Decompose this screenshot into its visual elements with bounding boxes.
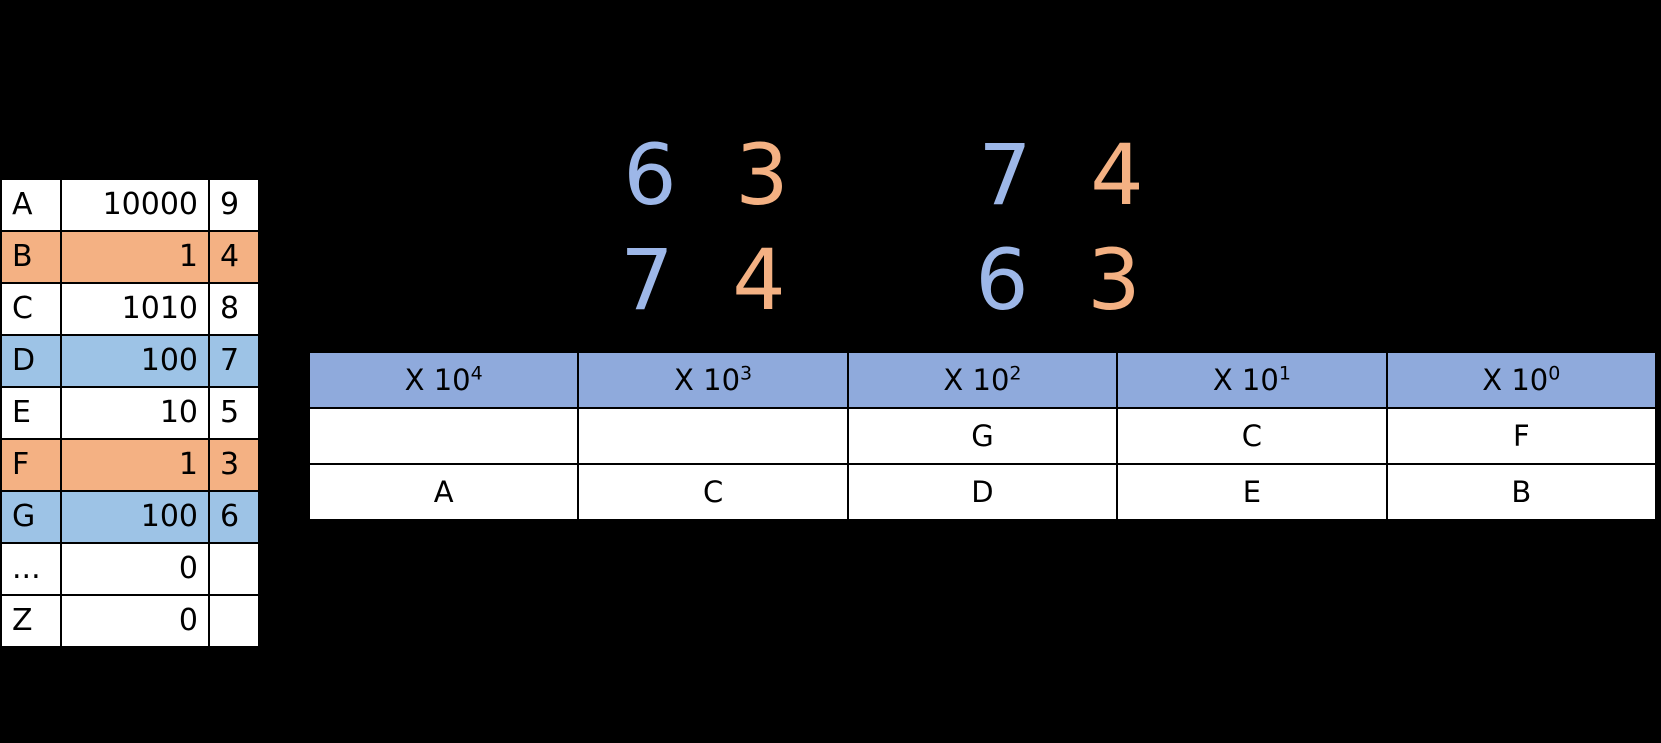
digit-cell: [208, 594, 260, 648]
symbol-cell: C: [0, 282, 62, 336]
code-cell: 100: [60, 490, 210, 544]
numeral-digit: 6: [623, 126, 677, 224]
code-cell: 1: [60, 230, 210, 284]
digit-cell: 6: [208, 490, 260, 544]
symbol-cell: D: [0, 334, 62, 388]
symbol-cell: G: [0, 490, 62, 544]
place-value-cell: F: [1385, 407, 1658, 465]
place-value-header-cell: X 103: [577, 351, 849, 409]
numeral-digit: 4: [1090, 126, 1144, 224]
symbol-cell: A: [0, 178, 62, 232]
code-cell: 0: [60, 594, 210, 648]
symbol-cell: Z: [0, 594, 62, 648]
place-value-exponent: 3: [740, 361, 753, 384]
numeral-digit: 6: [975, 231, 1029, 329]
table-row: ...0: [0, 542, 260, 596]
place-value-exponent: 1: [1278, 361, 1291, 384]
place-value-cell: [307, 407, 580, 465]
code-cell: 10000: [60, 178, 210, 232]
place-value-cell: B: [1385, 463, 1658, 521]
numeral-digit: 3: [735, 126, 789, 224]
place-value-base: X 10: [1482, 362, 1549, 397]
place-value-cell: G: [846, 407, 1119, 465]
numeral-digit: 3: [1087, 231, 1141, 329]
place-value-cell: E: [1116, 463, 1388, 521]
symbol-cell: F: [0, 438, 62, 492]
symbol-cell: B: [0, 230, 62, 284]
place-value-exponent: 4: [470, 361, 483, 384]
digit-cell: 8: [208, 282, 260, 336]
place-value-base: X 10: [404, 362, 471, 397]
place-value-cell: C: [577, 463, 849, 521]
digit-cell: 4: [208, 230, 260, 284]
place-value-header-cell: X 102: [846, 351, 1119, 409]
code-cell: 10: [60, 386, 210, 440]
place-value-cell: C: [1116, 407, 1388, 465]
place-value-base: X 10: [943, 362, 1010, 397]
code-cell: 100: [60, 334, 210, 388]
numeral-digit: 4: [732, 231, 786, 329]
digit-cell: 7: [208, 334, 260, 388]
code-cell: 1: [60, 438, 210, 492]
digit-cell: 5: [208, 386, 260, 440]
place-value-base: X 10: [674, 362, 741, 397]
numeral-digit: 7: [978, 126, 1032, 224]
place-value-cell: D: [846, 463, 1119, 521]
place-value-header-cell: X 100: [1385, 351, 1658, 409]
place-value-base: X 10: [1212, 362, 1279, 397]
place-value-cell: A: [307, 463, 580, 521]
numeral-digit: 7: [620, 231, 674, 329]
place-value-exponent: 2: [1009, 361, 1022, 384]
place-value-exponent: 0: [1548, 361, 1561, 384]
digit-cell: [208, 542, 260, 596]
place-value-header-cell: X 101: [1116, 351, 1388, 409]
place-value-header-cell: X 104: [307, 351, 580, 409]
place-value-cell: [577, 407, 849, 465]
code-cell: 1010: [60, 282, 210, 336]
digit-cell: 9: [208, 178, 260, 232]
symbol-cell: E: [0, 386, 62, 440]
code-cell: 0: [60, 542, 210, 596]
digit-cell: 3: [208, 438, 260, 492]
symbol-cell: ...: [0, 542, 62, 596]
